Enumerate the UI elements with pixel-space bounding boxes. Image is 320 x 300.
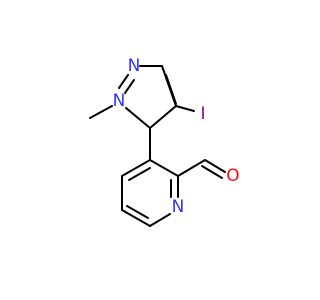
bond-c5-n1 — [125, 107, 151, 129]
bond-n-methyl — [89, 105, 113, 119]
bond-c4-c5 — [149, 105, 177, 129]
bond-c4-c3-inner — [128, 167, 151, 181]
bond-c-o — [204, 159, 226, 173]
bond-n1-c6 — [149, 213, 171, 227]
bond-c-o-double — [201, 165, 223, 179]
bond-c-iodine — [175, 105, 195, 112]
atom-oxygen: O — [226, 166, 239, 186]
atom-n-pyridine: N — [172, 197, 185, 217]
bond-c6-c5 — [121, 209, 151, 227]
structure-canvas: N N I O N — [89, 56, 240, 227]
pyridine-ring — [121, 159, 179, 227]
bond-c4-c3 — [121, 159, 151, 177]
bond-n1-n2-inner — [124, 79, 135, 94]
bond-c3-c2 — [149, 159, 179, 177]
atom-n-pyrazole-methyl: N — [113, 91, 126, 111]
molecule-drawing: N N I O N — [89, 56, 240, 227]
bond-c6-c5-inner — [126, 205, 149, 219]
bond-c3-c4-inner — [165, 74, 177, 105]
atom-n-pyrazole-top: N — [128, 56, 141, 76]
atom-iodine: I — [200, 104, 205, 124]
bond-c2-cho — [177, 159, 206, 177]
bond-n1-n2 — [118, 74, 129, 89]
pyrazole-ring — [118, 65, 177, 129]
